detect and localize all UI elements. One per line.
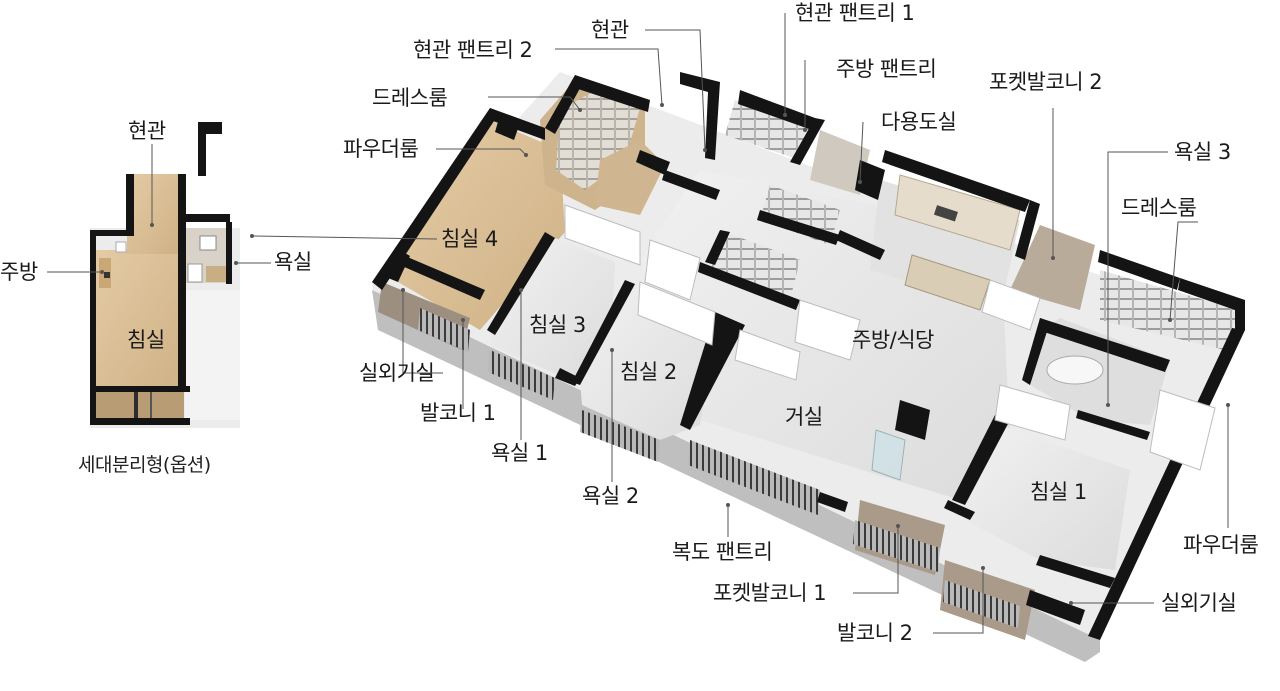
- leader-pocket-balcony1: [853, 526, 899, 594]
- label-pocket-balcony-1: 포켓발코니 1: [713, 581, 827, 605]
- label-powder-room-right: 파우더룸: [1183, 533, 1259, 557]
- leader-entrance: [645, 29, 706, 151]
- label-kitchen-dining: 주방/식당: [852, 328, 934, 352]
- label-corridor-pantry: 복도 팬트리: [672, 540, 773, 564]
- leader-dressroom-left: [488, 96, 581, 111]
- label-powder-room-left: 파우더룸: [343, 137, 419, 161]
- label-outdoor-unit-left: 실외기실: [359, 361, 435, 385]
- leader-dots: [100, 103, 1230, 605]
- leader-utility: [859, 121, 864, 183]
- walls: [372, 72, 1245, 640]
- label-kitchen-pantry: 주방 팬트리: [836, 57, 937, 81]
- main-plan: [372, 72, 1245, 662]
- leader-outdoor-left: [402, 290, 443, 374]
- label-bathroom-3: 욕실 3: [1174, 140, 1231, 164]
- label-bathroom-1: 욕실 1: [491, 441, 548, 465]
- leader-balcony2: [933, 568, 984, 634]
- label-pocket-balcony-2: 포켓발코니 2: [989, 70, 1103, 94]
- label-entrance-pantry-2: 현관 팬트리 2: [413, 38, 533, 62]
- bedroom1-floor: [960, 425, 1130, 570]
- leader-entrance-pantry2: [555, 48, 663, 106]
- label-dressroom-right: 드레스룸: [1121, 196, 1197, 220]
- label-bedroom-1: 침실 1: [1030, 480, 1087, 504]
- inset-label-bathroom: 욕실: [274, 250, 312, 274]
- label-entrance: 현관: [591, 18, 629, 42]
- label-bedroom-4: 침실 4: [441, 227, 498, 251]
- inset-entrance-floor: [127, 174, 179, 254]
- dressroom-right-shelves: [1100, 270, 1240, 350]
- label-entrance-pantry-1: 현관 팬트리 1: [795, 1, 915, 25]
- leader-dressroom-right: [1169, 221, 1198, 321]
- leader-lines: [47, 13, 1229, 634]
- entrance-pantry1-shelves: [725, 100, 810, 160]
- inset-label-entrance: 현관: [128, 119, 166, 143]
- leader-powder-left: [436, 148, 527, 156]
- label-bedroom-3: 침실 3: [529, 313, 586, 337]
- inset-caption: 세대분리형(옵션): [78, 454, 211, 476]
- leader-bathroom3: [1107, 151, 1168, 405]
- partitions: [564, 204, 1216, 471]
- inset-plan: [90, 122, 240, 428]
- inset-label-bedroom: 침실: [127, 328, 165, 352]
- label-balcony-2: 발코니 2: [837, 621, 913, 645]
- label-bathroom-2: 욕실 2: [582, 484, 639, 508]
- label-bedroom-2: 침실 2: [620, 360, 677, 384]
- corridor-pantry-shelves: [710, 230, 800, 300]
- inset-label-kitchen: 주방: [0, 260, 38, 284]
- inset-balcony-floor: [96, 392, 184, 418]
- label-balcony-1: 발코니 1: [420, 401, 496, 425]
- label-living-room: 거실: [785, 405, 823, 429]
- leader-inset-to-bedroom4: [251, 235, 438, 240]
- label-dressroom-left: 드레스룸: [372, 86, 448, 110]
- label-outdoor-unit-right: 실외기실: [1161, 591, 1237, 615]
- label-utility-room: 다용도실: [881, 110, 957, 134]
- kitchen-island: [904, 254, 991, 311]
